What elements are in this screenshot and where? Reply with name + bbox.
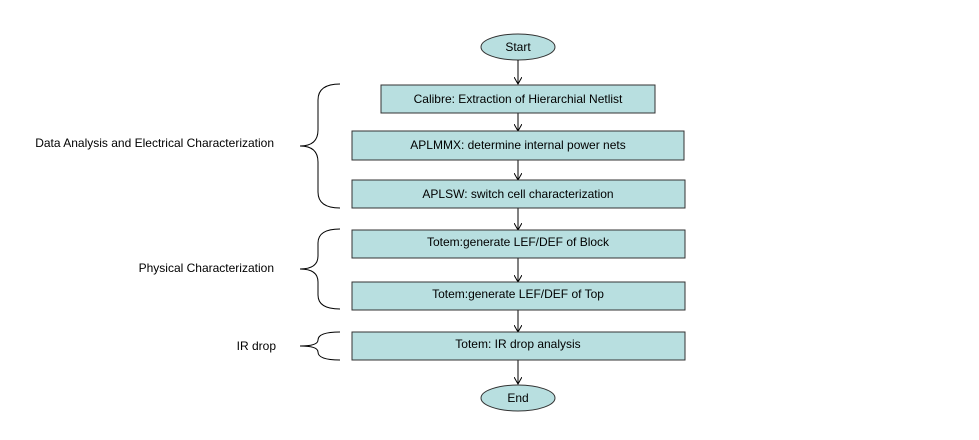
step-calibre-extraction-label: Calibre: Extraction of Hierarchial Netli… [414, 92, 623, 106]
step-totem-lef-def-top-label: Totem:generate LEF/DEF of Top [432, 287, 604, 301]
brace-data-analysis [299, 83, 341, 209]
group-label-data-analysis: Data Analysis and Electrical Characteriz… [35, 136, 274, 150]
step-aplmmx-power-nets: APLMMX: determine internal power nets [351, 130, 685, 161]
start-label: Start [505, 40, 531, 54]
step-totem-lef-def-block: Totem:generate LEF/DEF of Block [351, 229, 686, 259]
step-totem-lef-def-top: Totem:generate LEF/DEF of Top [351, 281, 686, 311]
start-node: Start [480, 33, 556, 61]
brace-physical-characterization [299, 228, 341, 310]
group-label-physical-characterization: Physical Characterization [139, 261, 274, 275]
step-totem-ir-drop-label: Totem: IR drop analysis [455, 337, 580, 351]
step-aplsw-switch-cell-label: APLSW: switch cell characterization [422, 187, 613, 201]
end-node: End [480, 384, 556, 412]
step-aplsw-switch-cell: APLSW: switch cell characterization [351, 179, 686, 209]
end-label: End [507, 391, 528, 405]
step-aplmmx-power-nets-label: APLMMX: determine internal power nets [410, 138, 625, 152]
step-totem-lef-def-block-label: Totem:generate LEF/DEF of Block [427, 235, 610, 249]
step-calibre-extraction: Calibre: Extraction of Hierarchial Netli… [380, 84, 656, 114]
group-label-ir-drop: IR drop [237, 339, 277, 353]
step-totem-ir-drop: Totem: IR drop analysis [351, 331, 686, 361]
brace-ir-drop [299, 331, 341, 361]
